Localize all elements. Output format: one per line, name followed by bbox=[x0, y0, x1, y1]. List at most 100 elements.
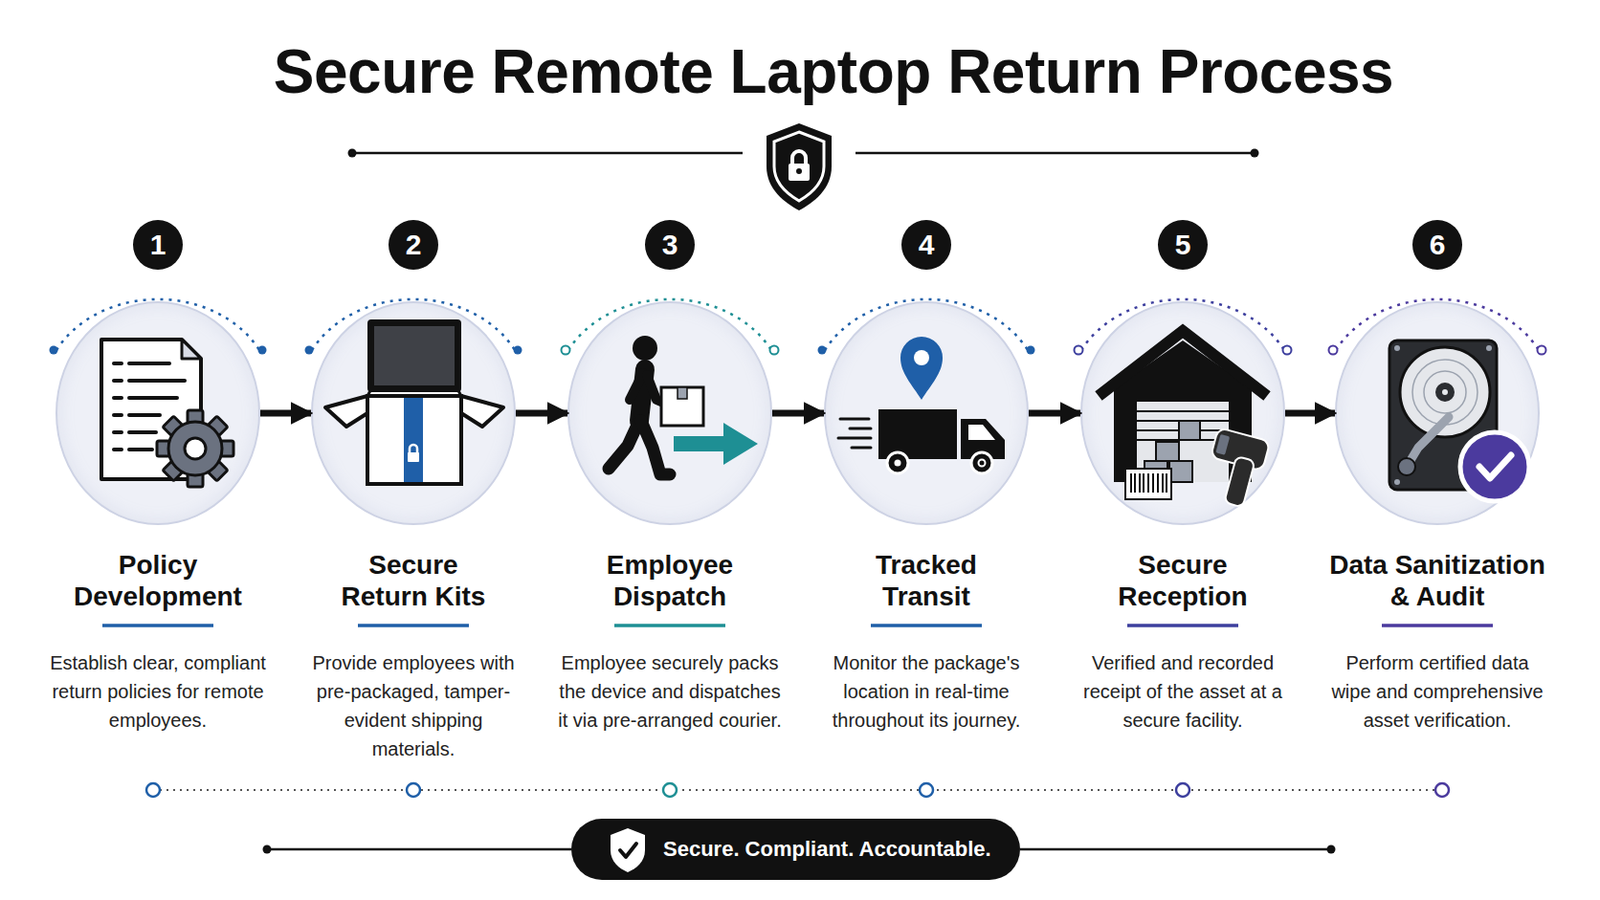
shield-lock-icon bbox=[766, 123, 832, 211]
warehouse-scanner-icon-part-part bbox=[1136, 420, 1229, 423]
flow-arrow bbox=[1028, 410, 1081, 418]
tagline-pill: Secure. Compliant. Accountable. bbox=[571, 819, 1021, 881]
title-rule-part bbox=[855, 152, 1255, 156]
step-description: Monitor the package's location in real-t… bbox=[830, 648, 1023, 735]
walking-person-icon-part bbox=[723, 422, 758, 466]
warehouse-scanner-icon-part-part bbox=[1130, 473, 1133, 493]
hard-drive-icon-part bbox=[1394, 345, 1400, 352]
step-number: 5 bbox=[1157, 220, 1208, 270]
warehouse-scanner-icon-part bbox=[1136, 401, 1229, 483]
tagline-rule-part bbox=[1020, 848, 1332, 852]
policy-document-icon-part-part bbox=[113, 378, 122, 383]
step-heading: Secure Return Kits bbox=[339, 549, 489, 613]
policy-document-icon-part-part-part bbox=[205, 416, 228, 439]
tagline-rule-part bbox=[1327, 845, 1336, 855]
tracked-truck-icon bbox=[838, 336, 1005, 474]
step-number: 4 bbox=[901, 220, 952, 270]
step-card: Secure Return KitsProvide employees with… bbox=[311, 301, 516, 526]
step-card: Secure ReceptionVerified and recorded re… bbox=[1080, 301, 1286, 526]
tagline-rule-part bbox=[263, 845, 272, 855]
hard-drive-icon-part bbox=[1406, 417, 1449, 467]
warehouse-scanner-icon-part bbox=[1125, 468, 1172, 500]
tracked-truck-icon-part bbox=[971, 452, 993, 474]
warehouse-scanner-icon-part-part bbox=[1178, 421, 1200, 441]
hard-drive-icon bbox=[1389, 340, 1530, 502]
timeline bbox=[146, 783, 1449, 798]
tracked-truck-icon-part bbox=[960, 419, 1005, 460]
policy-document-icon-part-part bbox=[129, 361, 170, 366]
policy-document-icon-part-part bbox=[113, 430, 122, 435]
tagline-text: Secure. Compliant. Accountable. bbox=[663, 836, 992, 864]
shield-check-icon-part bbox=[620, 844, 637, 858]
hard-drive-icon-part bbox=[1486, 479, 1492, 486]
arc-end-dots bbox=[49, 346, 1547, 356]
warehouse-scanner-icon-part-part bbox=[1215, 434, 1230, 456]
tracked-truck-icon-part bbox=[900, 336, 943, 400]
return-kit-icon-part bbox=[367, 396, 462, 485]
walking-person-icon-part bbox=[673, 436, 728, 452]
hard-drive-icon-part bbox=[1486, 345, 1492, 352]
tracked-truck-icon-part bbox=[838, 419, 871, 448]
warehouse-scanner-icon-part-part bbox=[1155, 442, 1179, 462]
policy-document-icon-part-part bbox=[113, 361, 122, 366]
warehouse-scanner-icon-part-part bbox=[1136, 410, 1229, 413]
policy-document-icon-part-part bbox=[113, 396, 122, 400]
step-number: 6 bbox=[1412, 220, 1463, 270]
arc-end-dots-part bbox=[1074, 346, 1084, 356]
tracked-truck-icon-part bbox=[913, 350, 930, 366]
timeline-part bbox=[406, 783, 421, 798]
timeline-part bbox=[153, 789, 1443, 792]
tracked-truck-icon-part-part bbox=[851, 446, 871, 450]
flow-arrow bbox=[1285, 410, 1335, 418]
policy-document-icon-part-part bbox=[184, 438, 206, 460]
heading-underlines-part bbox=[1127, 623, 1239, 628]
warehouse-scanner-icon-part bbox=[1144, 421, 1200, 483]
shield-check-icon bbox=[610, 828, 645, 873]
warehouse-scanner-icon-part bbox=[1136, 411, 1229, 441]
shield-lock-icon-part bbox=[766, 123, 832, 211]
policy-document-icon-part bbox=[156, 410, 234, 488]
warehouse-scanner-icon-part-part bbox=[1161, 473, 1164, 493]
step-heading: Data Sanitization & Audit bbox=[1327, 549, 1548, 613]
heading-underlines-part bbox=[870, 623, 982, 628]
hard-drive-icon-part bbox=[1394, 479, 1400, 486]
step-description: Verified and recorded receipt of the ass… bbox=[1081, 648, 1285, 735]
tracked-truck-icon-part bbox=[878, 409, 957, 460]
arc-end-dots-part bbox=[1537, 346, 1547, 356]
hard-drive-icon-part bbox=[1460, 432, 1530, 502]
policy-document-icon-part-part bbox=[129, 430, 156, 435]
shield-check-icon-part bbox=[610, 828, 645, 873]
arc-end-dots-part bbox=[258, 346, 267, 356]
policy-document-icon-part-part bbox=[113, 447, 122, 452]
policy-document-icon bbox=[101, 339, 234, 488]
walking-person-icon-part bbox=[629, 373, 644, 400]
hard-drive-icon-part bbox=[1479, 455, 1512, 479]
flow-arrow bbox=[515, 410, 568, 418]
policy-document-icon-part bbox=[101, 339, 201, 480]
step-number-text: 3 bbox=[644, 220, 695, 270]
warehouse-scanner-icon-part-part bbox=[1169, 461, 1193, 483]
walking-person-icon bbox=[608, 335, 758, 475]
step-number-text: 6 bbox=[1412, 220, 1463, 270]
timeline-part bbox=[919, 783, 934, 798]
hard-drive-icon-part bbox=[1412, 359, 1478, 425]
step-number: 3 bbox=[644, 220, 695, 270]
warehouse-scanner-icon-part bbox=[1131, 473, 1167, 493]
step-number-text: 2 bbox=[388, 220, 439, 270]
arc-end-dots-part bbox=[818, 346, 827, 356]
warehouse-scanner-icon-part-part bbox=[1138, 473, 1141, 493]
arc-end-dots-part bbox=[561, 346, 571, 356]
walking-person-icon-part bbox=[608, 421, 640, 469]
tracked-truck-icon-part bbox=[968, 424, 996, 441]
tracked-truck-icon-part-part bbox=[838, 437, 871, 441]
step-description: Establish clear, compliant return polici… bbox=[47, 648, 268, 735]
step-heading: Secure Reception bbox=[1115, 549, 1250, 613]
warehouse-scanner-icon-part bbox=[1098, 331, 1267, 397]
step-number-text: 1 bbox=[133, 220, 183, 270]
return-kit-icon-part bbox=[325, 396, 368, 427]
warehouse-scanner-icon-part-part bbox=[1136, 439, 1229, 442]
walking-person-icon-part bbox=[646, 375, 670, 406]
policy-document-icon-part-part-part bbox=[218, 441, 234, 457]
title-rule bbox=[348, 149, 1260, 158]
